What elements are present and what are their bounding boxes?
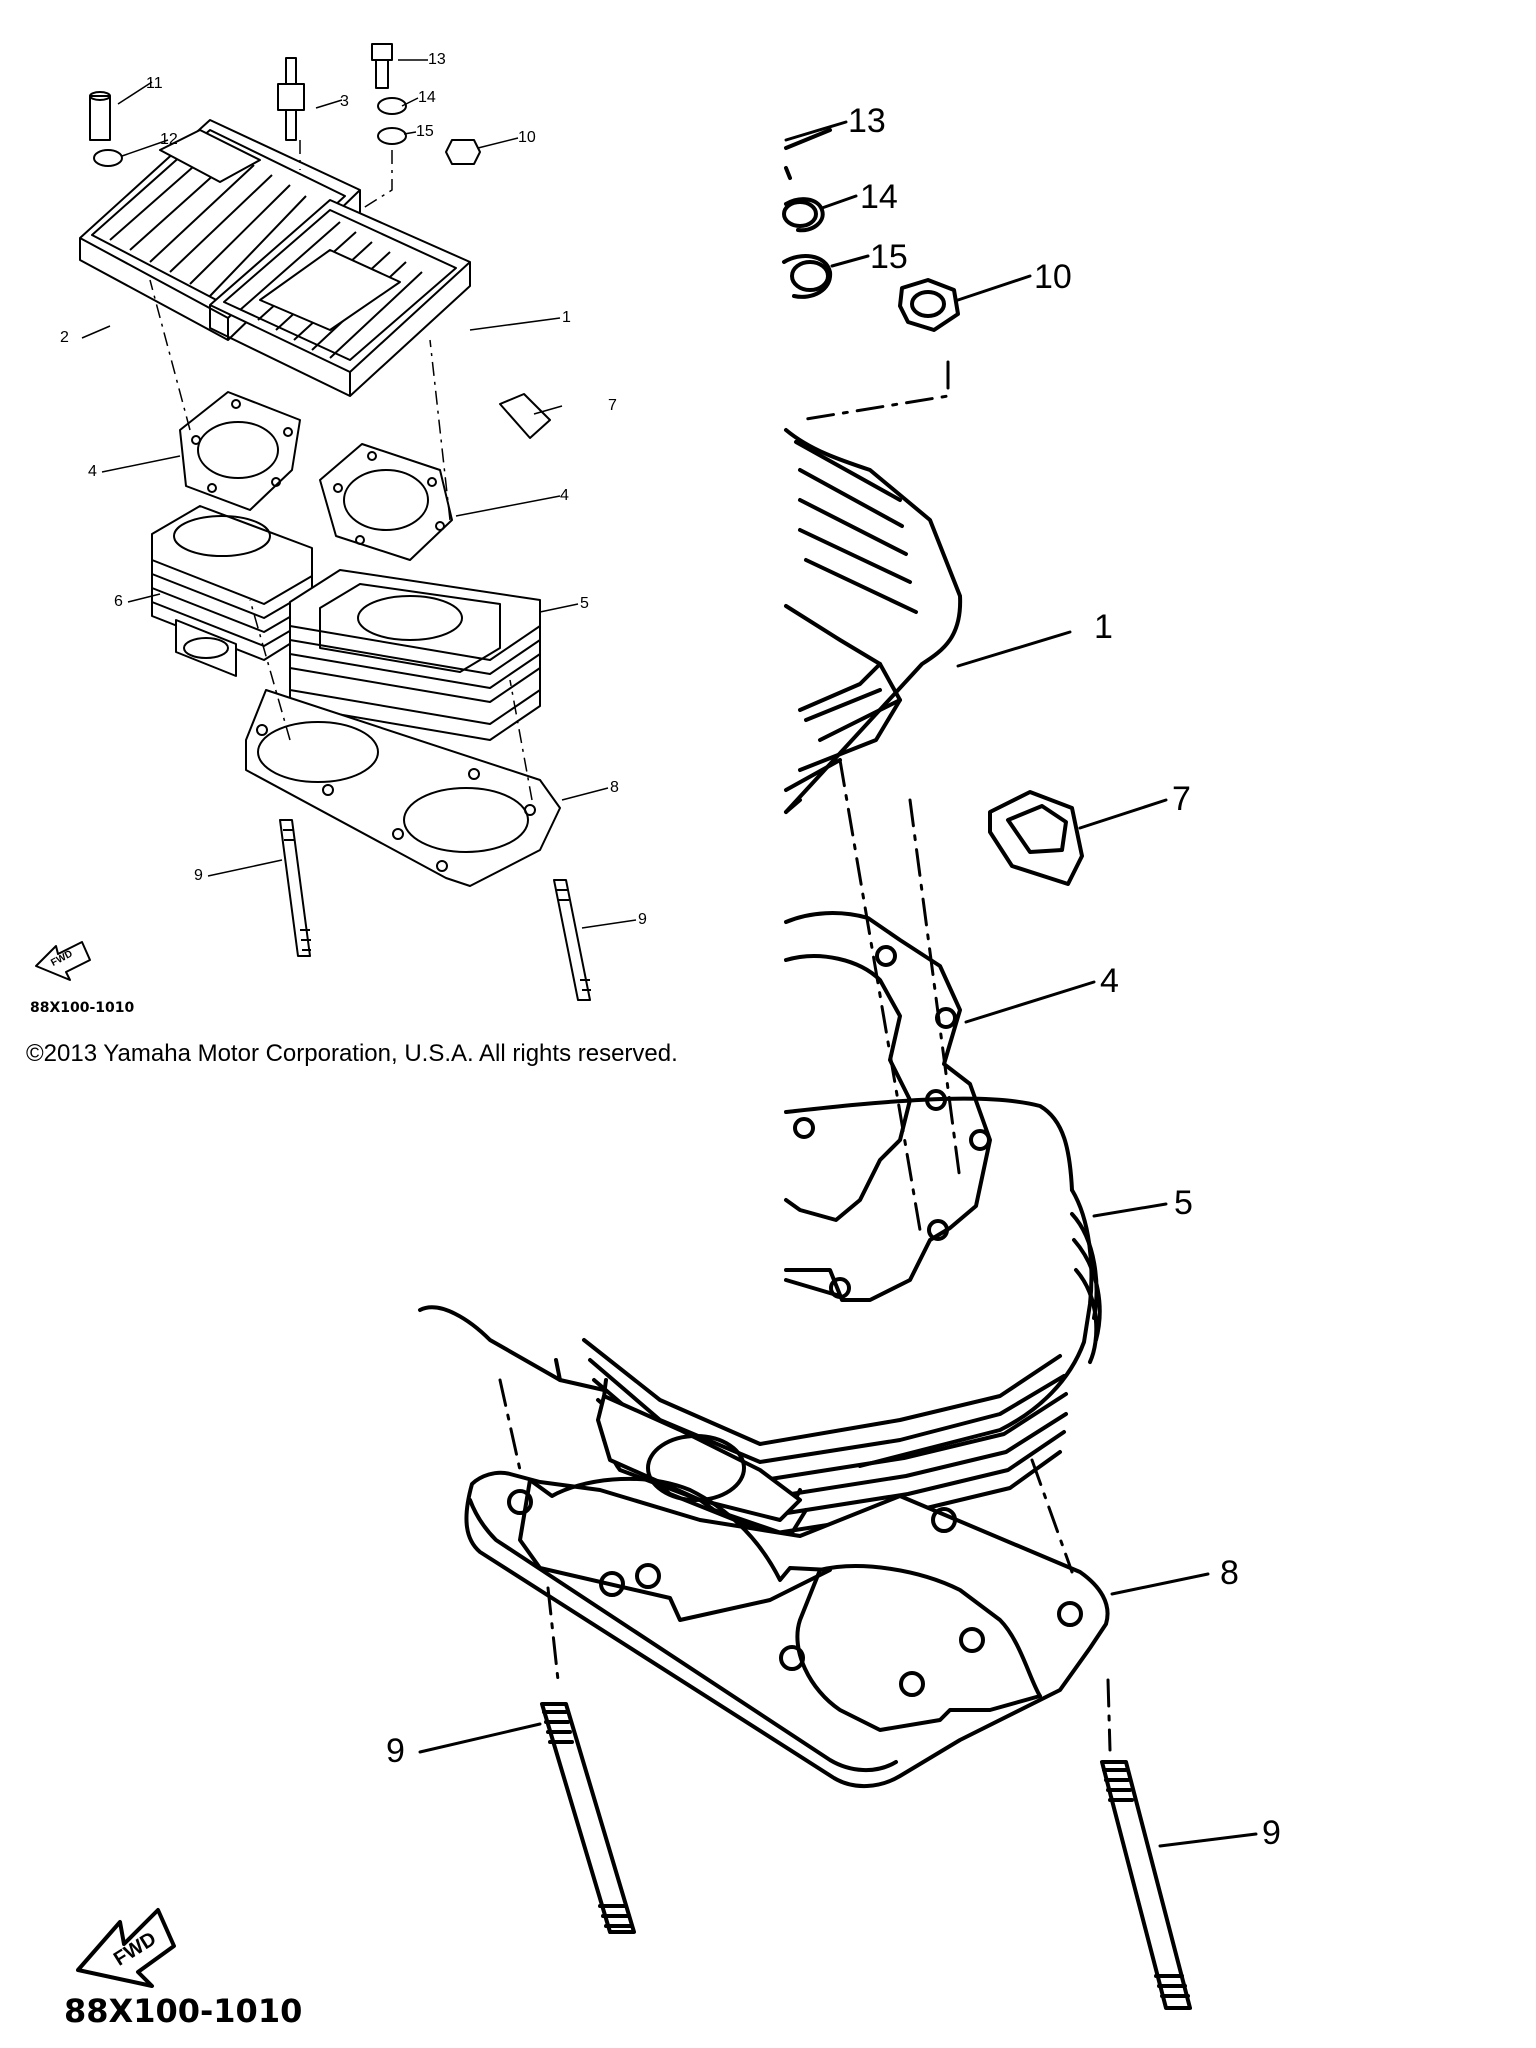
overview-callout-7: 7	[608, 397, 617, 414]
detail-leader-lines	[418, 120, 1258, 1848]
detail-callouts: 13 14 15 10 1 7 4 5 8 9 9 FWD 88X100-101…	[64, 102, 1281, 2030]
overview-callout-15: 15	[416, 123, 434, 140]
cylinder-head-rear-part	[79, 119, 361, 341]
detail-top-fasteners	[782, 128, 960, 332]
detail-part-7	[988, 790, 1084, 886]
overview-callout-8: 8	[610, 779, 619, 796]
detail-callout-10: 10	[1034, 258, 1072, 296]
overview-callout-4a: 4	[88, 463, 97, 480]
overview-callout-3: 3	[340, 93, 349, 110]
detail-callout-8: 8	[1220, 1554, 1239, 1592]
base-gasket-part	[245, 689, 561, 887]
detail-callout-15: 15	[870, 238, 908, 276]
overview-callout-2: 2	[60, 329, 69, 346]
detail-callout-4: 4	[1100, 962, 1119, 1000]
overview-leader-lines	[81, 59, 637, 929]
overview-callout-13: 13	[428, 51, 446, 68]
detail-callout-5: 5	[1174, 1184, 1193, 1222]
copyright-notice: ©2013 Yamaha Motor Corporation, U.S.A. A…	[26, 1040, 678, 1067]
overview-diagram	[35, 43, 637, 1001]
head-gasket-parts	[179, 391, 453, 561]
detail-stud-bolts	[540, 1702, 1192, 2010]
detail-callout-9b: 9	[1262, 1814, 1281, 1852]
overview-callout-14: 14	[418, 89, 436, 106]
fwd-arrow-small-icon	[35, 941, 91, 981]
small-fastener-parts	[89, 43, 551, 439]
detail-cylinder-head	[784, 428, 963, 814]
detail-base-gasket	[464, 1470, 1110, 1789]
detail-callout-1: 1	[1094, 608, 1113, 646]
detail-callout-9a: 9	[386, 1732, 405, 1770]
detail-callout-13: 13	[848, 102, 886, 140]
cylinder-rear-part	[151, 505, 313, 677]
overview-callouts: 11 12 3 13 14 15 10 2 1 7 4 4 6 5 8 9 9 …	[30, 51, 647, 1016]
detail-callout-14: 14	[860, 178, 898, 216]
overview-diagram-code: 88X100-1010	[30, 1000, 135, 1016]
detail-exhaust-port	[596, 1394, 808, 1538]
cylinder-head-front-part	[209, 199, 471, 397]
detail-diagram	[76, 120, 1258, 2010]
overview-callout-12: 12	[160, 131, 178, 148]
overview-callout-11: 11	[146, 75, 163, 92]
overview-callout-6: 6	[114, 593, 123, 610]
overview-callout-4b: 4	[560, 487, 569, 504]
overview-callout-9b: 9	[638, 911, 647, 928]
detail-diagram-code: 88X100-1010	[64, 1992, 302, 2030]
fwd-arrow-large-icon	[76, 1908, 176, 1988]
overview-callout-5: 5	[580, 595, 589, 612]
overview-callout-1: 1	[562, 309, 571, 326]
stud-bolt-parts	[279, 819, 591, 1001]
overview-callout-10: 10	[518, 129, 536, 146]
detail-callout-7: 7	[1172, 780, 1191, 818]
overview-callout-9a: 9	[194, 867, 203, 884]
detail-centerlines	[498, 360, 1112, 1752]
